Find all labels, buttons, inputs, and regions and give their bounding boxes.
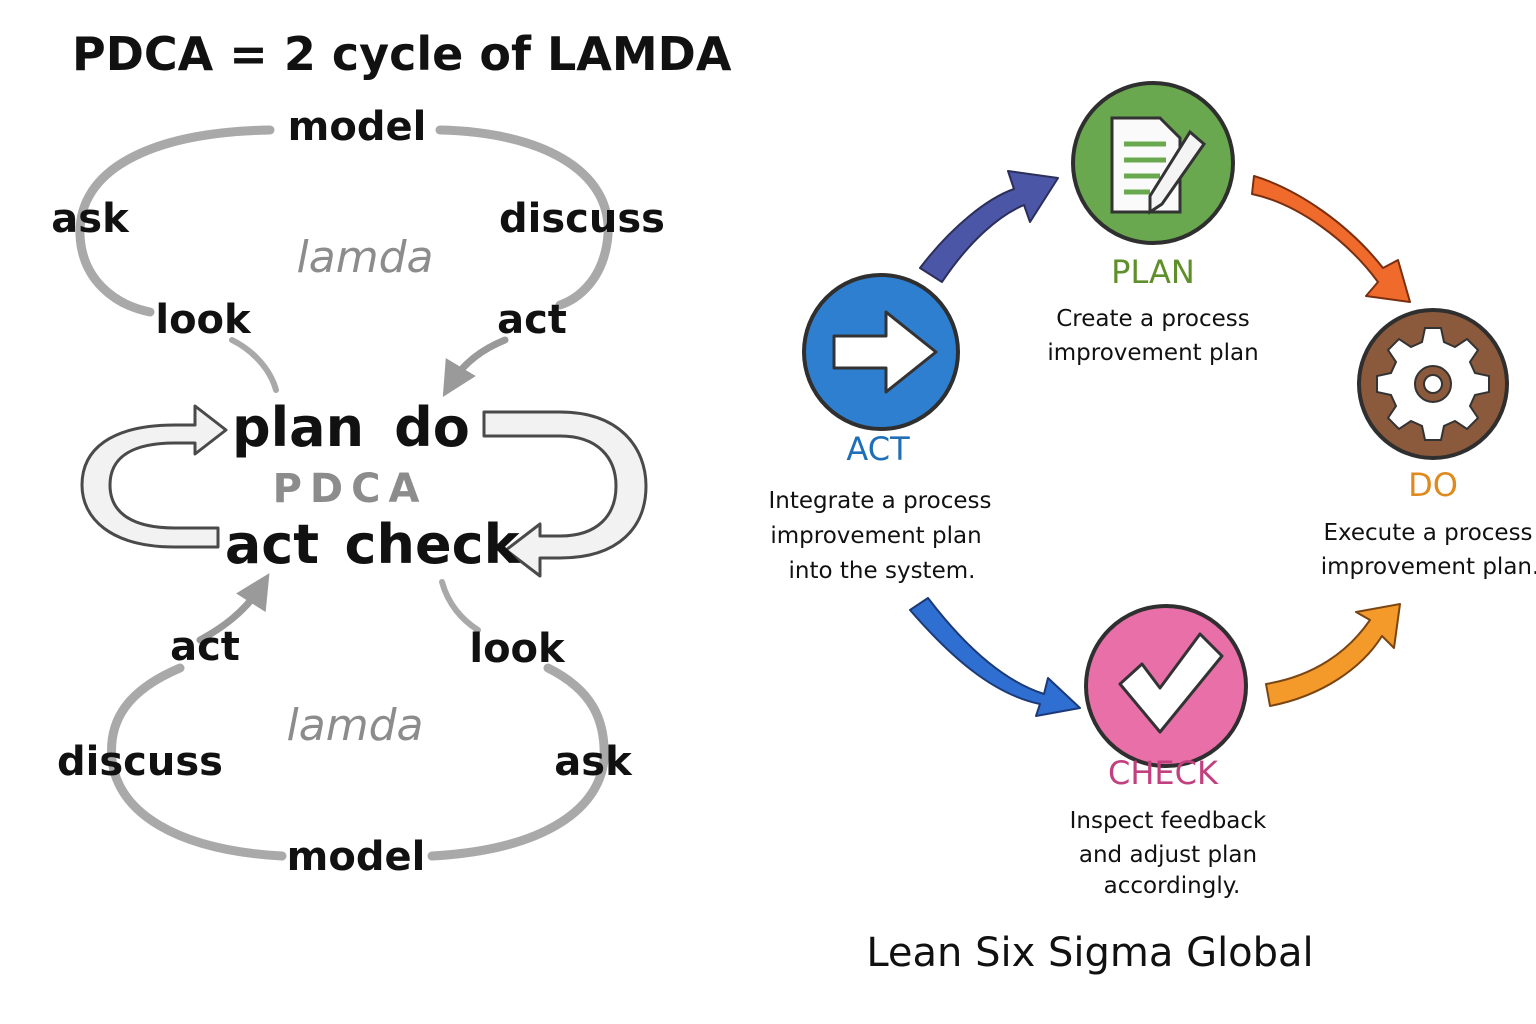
bottom-lamda-loop: act look lamda discuss ask model [57,573,633,880]
top-model-label: model [288,104,427,150]
do-title: DO [1408,466,1458,504]
bottom-act-label: act [170,624,240,670]
act-desc-line3: into the system. [789,558,976,584]
top-loop-curve-right [435,125,613,310]
top-look-label: look [155,297,252,343]
check-to-do-arrow [1265,603,1401,707]
check-desc-line2: and adjust plan [1079,842,1257,868]
top-lamda-label: lamda [297,232,434,283]
top-loop-look-connector [229,337,279,393]
right-u-arrow [482,410,648,578]
left-u-arrow [80,404,228,549]
check-word: check [345,513,521,576]
top-lamda-loop: model ask discuss lamda look act [51,104,665,398]
act-desc-line2: improvement plan [770,523,981,549]
top-loop-curve-left [75,125,275,317]
bottom-lamda-label: lamda [287,700,424,751]
act-to-plan-arrow [919,170,1059,283]
do-desc-line2: improvement plan. [1321,554,1536,580]
center-pdca: plan do PDCA act check [80,396,648,578]
document-pencil-icon [1110,116,1207,215]
top-loop-act-arrow [442,336,509,398]
left-panel: PDCA = 2 cycle of LAMDA model ask discus… [51,27,732,880]
act-word: act [225,513,319,576]
bottom-loop-curve-left [107,663,287,861]
do-word: do [394,396,470,459]
plan-desc-line1: Create a process [1056,306,1250,332]
act-title: ACT [846,430,910,468]
act-desc-line1: Integrate a process [769,488,992,514]
check-desc-line1: Inspect feedback [1070,808,1267,834]
do-stage: DO Execute a process improvement plan. [1321,308,1536,580]
arrow-right-icon [832,310,938,394]
bottom-loop-act-arrow [196,573,270,644]
act-to-check-arrow [909,597,1081,717]
check-title: CHECK [1108,754,1219,792]
bottom-discuss-label: discuss [57,739,223,785]
check-stage: CHECK Inspect feedback and adjust plan a… [1070,604,1267,899]
plan-word: plan [232,396,364,459]
top-ask-label: ask [51,196,130,242]
checkmark-icon [1118,632,1224,734]
footer-brand: Lean Six Sigma Global [866,930,1313,976]
plan-desc-line2: improvement plan [1047,340,1258,366]
act-stage: ACT Integrate a process improvement plan… [769,273,992,584]
right-panel: PLAN Create a process improvement plan D… [769,81,1536,976]
bottom-ask-label: ask [554,739,633,785]
plan-to-do-arrow [1251,175,1411,303]
do-desc-line1: Execute a process [1323,520,1532,546]
plan-stage: PLAN Create a process improvement plan [1047,81,1259,366]
bottom-look-label: look [469,626,566,672]
left-title: PDCA = 2 cycle of LAMDA [72,27,732,81]
plan-title: PLAN [1111,253,1195,291]
bottom-model-label: model [287,834,426,880]
check-desc-line3: accordingly. [1104,873,1241,899]
bottom-loop-curve-right [427,663,609,861]
gear-icon [1376,327,1490,441]
top-discuss-label: discuss [499,196,665,242]
top-act-label: act [497,297,567,343]
pdca-word: PDCA [273,466,428,512]
bottom-loop-look-connector [439,579,481,633]
